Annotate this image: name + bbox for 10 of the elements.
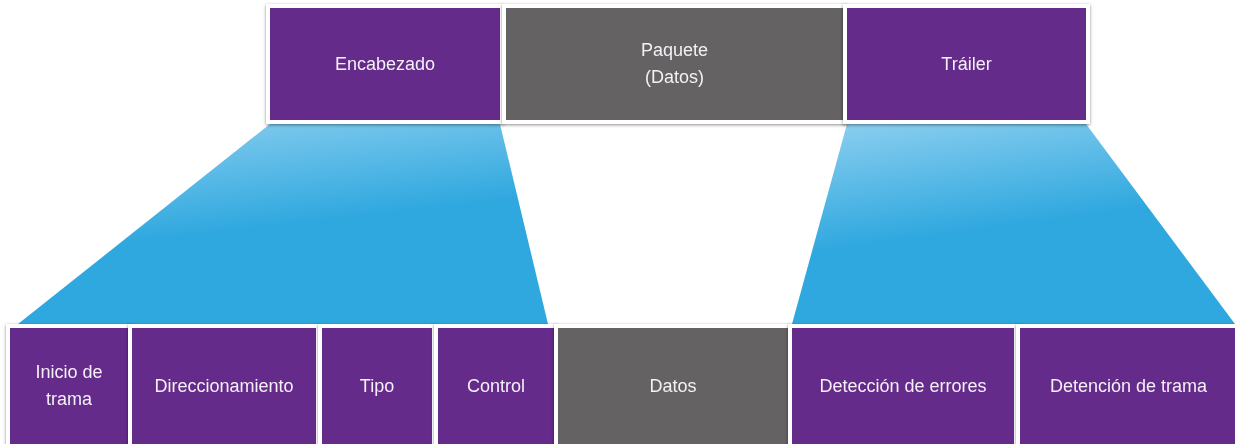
field-label: Encabezado [334,52,436,76]
field-label: Control [467,374,525,398]
field-label: Inicio de trama [34,361,104,411]
field-label: Tráiler [941,52,992,76]
field-label: Detección de errores [819,374,987,398]
field-label: Direccionamiento [154,374,294,398]
field-label: Tipo [359,374,395,398]
field-label: Paquete (Datos) [639,39,710,89]
field-label: Detención de trama [1049,374,1208,398]
field-label: Datos [649,374,697,398]
